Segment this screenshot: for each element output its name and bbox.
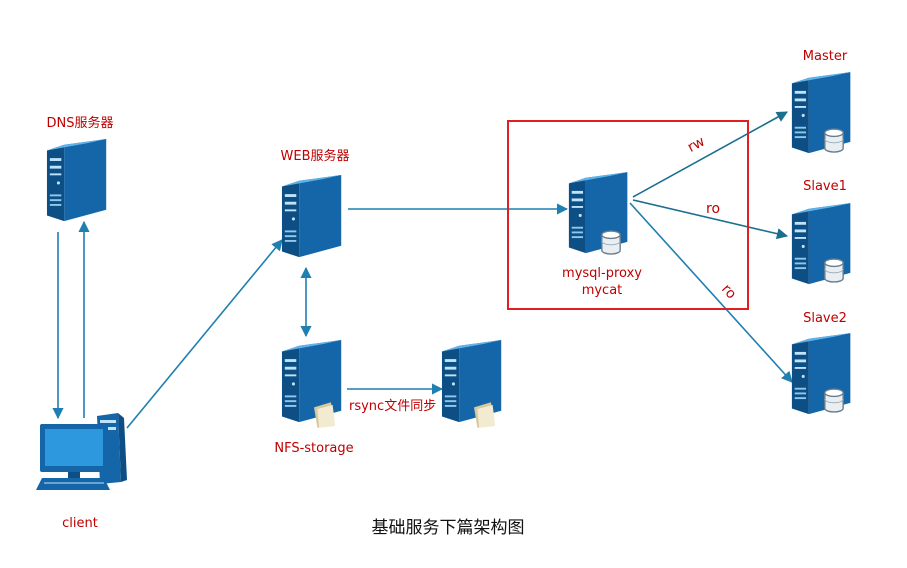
edge-proxy-to-slave2 xyxy=(629,202,793,383)
storage-server-icon xyxy=(441,340,502,428)
database-server-icon xyxy=(568,172,628,255)
client-node: client xyxy=(36,413,127,531)
nfs-label: NFS-storage xyxy=(274,441,353,456)
edges xyxy=(52,111,793,429)
server-icon xyxy=(281,175,342,258)
database-server-icon xyxy=(791,203,851,285)
database-server-icon xyxy=(791,72,851,154)
edge-proxy-to-slave1 xyxy=(632,199,789,240)
nfs-storage-node: NFS-storage xyxy=(274,340,354,456)
rsync-label: rsync文件同步 xyxy=(349,399,436,414)
slave1-node: Slave1 xyxy=(791,179,851,285)
backup-storage-node xyxy=(441,340,502,428)
proxy-label-line1: mysql-proxy xyxy=(562,266,642,281)
database-server-icon xyxy=(791,333,851,415)
slave2-label: Slave2 xyxy=(803,311,847,326)
proxy-node: mysql-proxy mycat xyxy=(562,172,642,298)
dns-label: DNS服务器 xyxy=(47,115,114,131)
proxy-highlight-box xyxy=(507,120,749,310)
client-label: client xyxy=(62,516,98,531)
slave1-label: Slave1 xyxy=(803,179,847,194)
web-server-node: WEB服务器 xyxy=(281,148,350,258)
desktop-computer-icon xyxy=(36,413,127,490)
master-node: Master xyxy=(791,49,851,154)
rw-label: rw xyxy=(685,134,708,156)
web-label: WEB服务器 xyxy=(281,148,350,164)
edge-proxy-to-master xyxy=(632,111,788,198)
proxy-label-line2: mycat xyxy=(582,283,623,298)
slave2-node: Slave2 xyxy=(791,311,851,415)
storage-server-icon xyxy=(281,340,342,428)
master-label: Master xyxy=(803,49,848,64)
diagram-caption: 基础服务下篇架构图 xyxy=(372,518,525,538)
ro-label-slave2: ro xyxy=(718,281,739,302)
edge-client-to-web xyxy=(126,239,283,429)
dns-server-node: DNS服务器 xyxy=(46,115,114,222)
server-icon xyxy=(46,139,107,222)
ro-label-slave1: ro xyxy=(706,201,720,217)
